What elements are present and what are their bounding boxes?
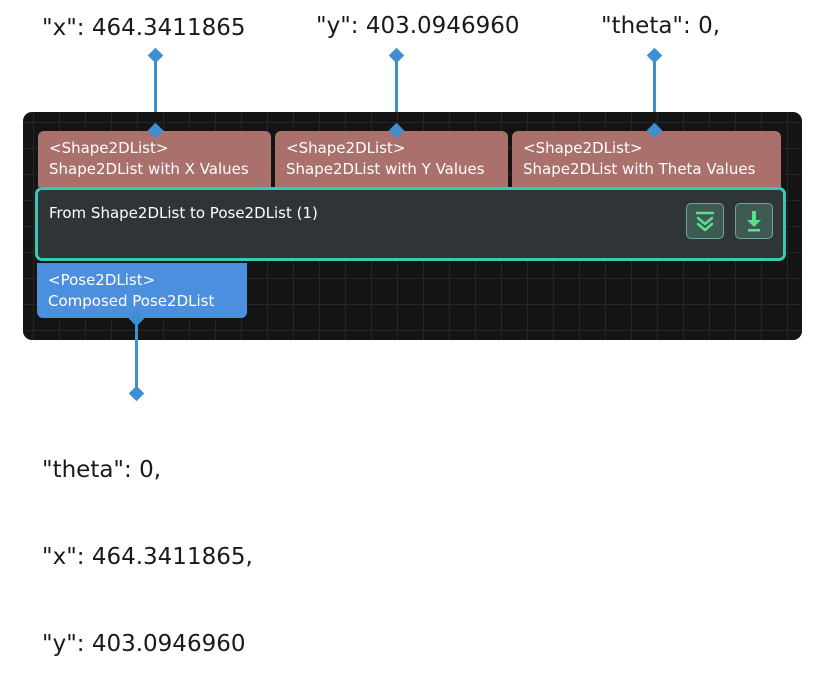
- output-port-pose2dlist[interactable]: <Pose2DList> Composed Pose2DList: [37, 263, 247, 318]
- input-port-x[interactable]: <Shape2DList> Shape2DList with X Values: [38, 131, 271, 187]
- input-port-theta[interactable]: <Shape2DList> Shape2DList with Theta Val…: [512, 131, 781, 187]
- pose2dlist-node[interactable]: From Shape2DList to Pose2DList (1): [35, 187, 786, 261]
- input-port-y[interactable]: <Shape2DList> Shape2DList with Y Values: [275, 131, 508, 187]
- input-port-theta-label: Shape2DList with Theta Values: [523, 160, 756, 178]
- input-port-x-label: Shape2DList with X Values: [49, 160, 249, 178]
- output-value-callout: "theta": 0, "x": 464.3411865, "y": 403.0…: [42, 398, 253, 688]
- output-connector-line: [135, 320, 138, 392]
- y-connector-line: [395, 56, 398, 130]
- input-port-y-label: Shape2DList with Y Values: [286, 160, 485, 178]
- output-theta-line: "theta": 0,: [42, 457, 162, 483]
- output-port-type: <Pose2DList>: [48, 271, 156, 289]
- y-value-callout: "y": 403.0946960: [316, 13, 520, 39]
- input-port-x-type: <Shape2DList>: [49, 139, 169, 157]
- output-x-line: "x": 464.3411865,: [42, 544, 253, 570]
- input-port-y-type: <Shape2DList>: [286, 139, 406, 157]
- x-value-callout: "x": 464.3411865: [42, 15, 246, 41]
- collapse-button[interactable]: [686, 203, 724, 239]
- theta-value-callout: "theta": 0,: [601, 13, 721, 39]
- node-title: From Shape2DList to Pose2DList (1): [49, 204, 318, 222]
- output-y-line: "y": 403.0946960: [42, 631, 246, 657]
- output-port-label: Composed Pose2DList: [48, 292, 215, 310]
- theta-connector-line: [653, 56, 656, 130]
- download-icon: [747, 211, 761, 232]
- x-connector-line: [154, 56, 157, 130]
- input-port-theta-type: <Shape2DList>: [523, 139, 643, 157]
- collapse-icon: [695, 211, 715, 232]
- download-button[interactable]: [735, 203, 773, 239]
